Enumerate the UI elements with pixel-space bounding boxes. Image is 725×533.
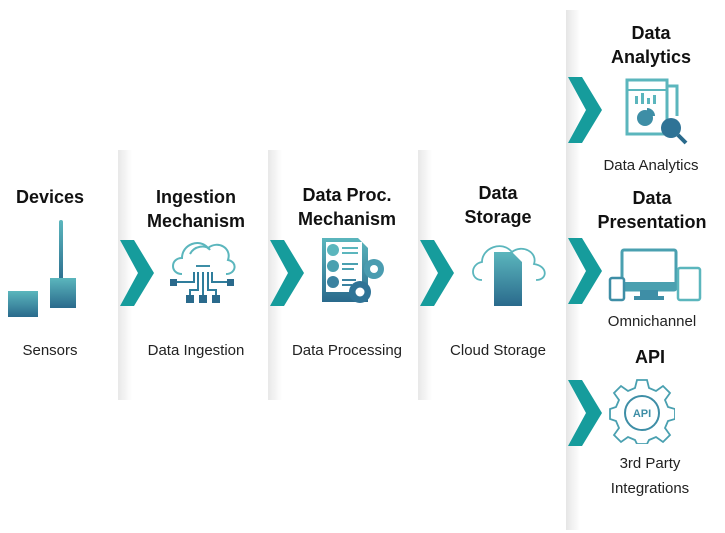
divider-1 (118, 150, 132, 400)
chevron-arrow-3 (420, 240, 454, 306)
chevron-arrow-6 (568, 380, 602, 446)
divider-2 (268, 150, 282, 400)
chevron-arrow-2 (270, 240, 304, 306)
document-gears-icon (322, 238, 384, 303)
output-title: Analytics (610, 47, 692, 67)
output-api: API (590, 345, 710, 369)
chevron-arrow-5 (568, 238, 602, 304)
output-label: Data Analytics (603, 157, 699, 174)
output-title: API (634, 347, 665, 367)
output-title: Data (631, 23, 671, 43)
analytics-icon (625, 78, 688, 145)
stage-devices: Devices (0, 185, 100, 209)
stage-ingestion: Ingestion Mechanism (134, 185, 258, 233)
svg-text:API: API (633, 408, 651, 420)
output-analytics: Data Analytics (590, 21, 712, 69)
stage-title: Storage (464, 207, 532, 227)
output-presentation: Data Presentation (588, 186, 716, 234)
stage-label: Data Processing (291, 342, 403, 359)
output-title: Presentation (597, 212, 707, 232)
chevron-arrow-1 (120, 240, 154, 306)
output-label: 3rd Party (619, 455, 681, 472)
stage-storage: Data Storage (440, 181, 556, 229)
stage-processing: Data Proc. Mechanism (280, 183, 414, 231)
devices-icon (608, 248, 702, 302)
chevron-arrow-4 (568, 77, 602, 143)
sensors-icon (8, 220, 76, 317)
output-label: Omnichannel (607, 313, 697, 330)
output-title: Data (632, 188, 672, 208)
api-gear-icon: API (609, 379, 675, 444)
stage-title: Devices (15, 187, 85, 207)
stage-label: Data Ingestion (147, 342, 245, 359)
cloud-file-icon (472, 245, 546, 306)
stage-title: Data (478, 183, 518, 203)
stage-title: Mechanism (146, 211, 246, 231)
stage-title: Data Proc. (302, 185, 392, 205)
stage-title: Mechanism (297, 209, 397, 229)
divider-3 (418, 150, 432, 400)
stage-title: Ingestion (156, 187, 236, 207)
stage-label: Cloud Storage (450, 342, 546, 359)
cloud-network-icon (170, 242, 236, 303)
stage-label: Sensors (22, 342, 78, 359)
output-label: Integrations (610, 480, 690, 497)
